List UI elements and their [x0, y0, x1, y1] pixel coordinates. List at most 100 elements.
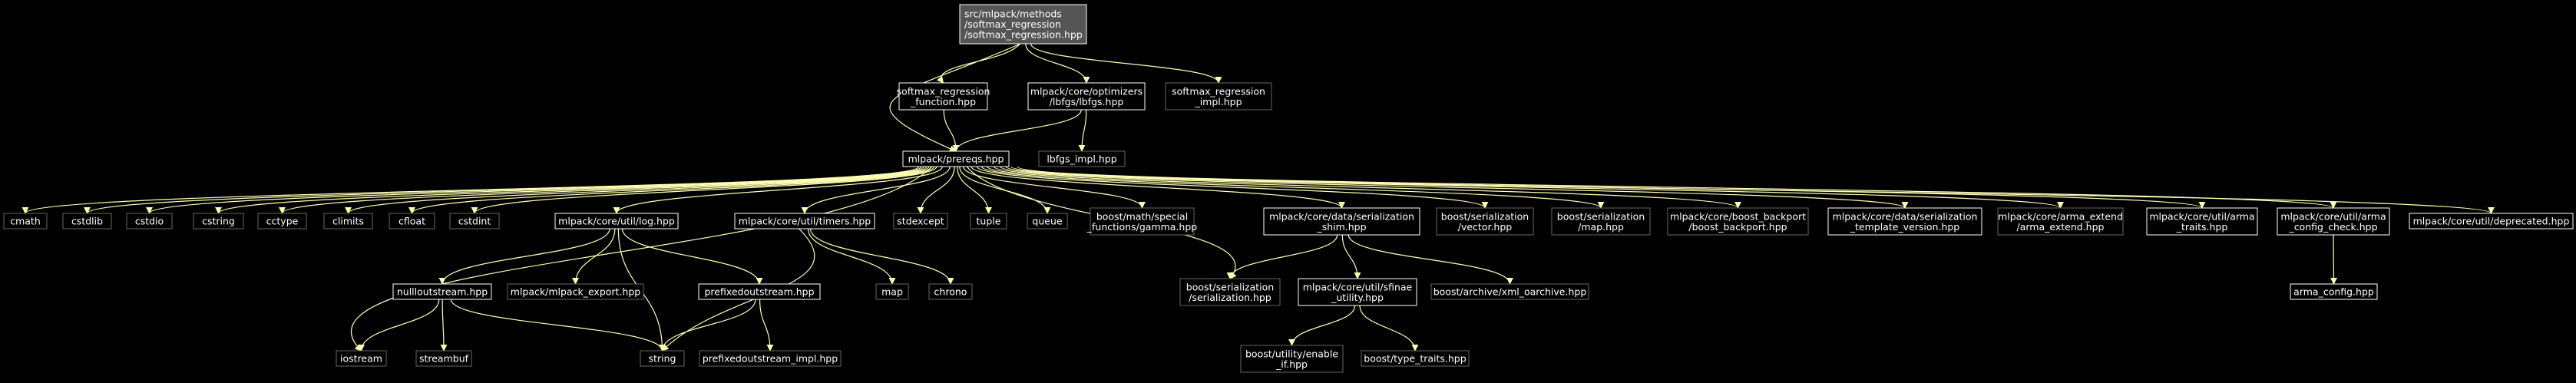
- node-tuple[interactable]: tuple: [970, 213, 1007, 229]
- node-type_traits-label-line: boost/type_traits.hpp: [1364, 353, 1466, 365]
- node-string-box: [640, 350, 685, 367]
- node-stdexcept[interactable]: stdexcept: [893, 213, 948, 229]
- node-cstring-label-line: cstring: [202, 216, 235, 227]
- node-log[interactable]: mlpack/core/util/log.hpp: [554, 213, 679, 229]
- node-map[interactable]: map: [875, 283, 909, 300]
- node-shim[interactable]: mlpack/core/data/serialization_shim.hpp: [1263, 207, 1420, 236]
- node-cmath[interactable]: cmath: [3, 213, 48, 229]
- node-bsmap[interactable]: boost/serialization/map.hpp: [1551, 207, 1651, 236]
- node-backport[interactable]: mlpack/core/boost_backport/boost_backpor…: [1667, 207, 1809, 236]
- node-deprecated[interactable]: mlpack/core/util/deprecated.hpp: [2409, 213, 2574, 229]
- node-lbfgsi-box: [1038, 150, 1126, 167]
- edge-sfinae-to-enable_if: [1288, 305, 1356, 346]
- node-queue[interactable]: queue: [1027, 213, 1068, 229]
- edge-prereqs-to-cstdio: [146, 166, 924, 214]
- node-bsvector-box: [1436, 207, 1534, 236]
- edge-srf-to-prereqs: [943, 109, 960, 152]
- node-cstdlib[interactable]: cstdlib: [62, 213, 112, 229]
- node-cstdlib-box: [62, 213, 112, 229]
- node-export-label-line: mlpack/mlpack_export.hpp: [511, 286, 640, 298]
- dependency-edges: [21, 43, 2495, 352]
- node-cfloat[interactable]: cfloat: [389, 213, 435, 229]
- node-root-label-line: /softmax_regression.hpp: [964, 29, 1083, 41]
- node-cmath-label-line: cmath: [10, 216, 41, 227]
- node-backport-box: [1667, 207, 1809, 236]
- edge-prefixed-to-string: [659, 299, 756, 352]
- node-enable_if-box: [1240, 345, 1344, 373]
- node-lbfgsi-label-line: lbfgs_impl.hpp: [1047, 154, 1116, 165]
- node-string[interactable]: string: [640, 350, 685, 367]
- edge-prereqs-to-cstdint: [471, 166, 937, 214]
- edge-prereqs-to-bsmap: [981, 166, 1605, 209]
- node-backport-label-line: /boost_backport.hpp: [1688, 221, 1787, 233]
- edge-prefixed-to-prefixed_impl: [759, 299, 774, 352]
- node-cfloat-box: [389, 213, 435, 229]
- node-arma_config[interactable]: arma_config.hpp: [2290, 283, 2378, 300]
- edge-prereqs-to-iostream: [351, 166, 933, 352]
- node-lbfgsi[interactable]: lbfgs_impl.hpp: [1038, 150, 1126, 167]
- node-prereqs[interactable]: mlpack/prereqs.hpp: [902, 150, 1010, 167]
- node-chrono-label-line: chrono: [934, 286, 967, 298]
- node-bsmap-label-line: /map.hpp: [1578, 221, 1624, 233]
- edge-prereqs-to-timers: [801, 166, 951, 214]
- node-iostream-box: [336, 350, 387, 367]
- node-chrono-box: [928, 283, 973, 300]
- node-cmath-box: [3, 213, 48, 229]
- node-bsvector[interactable]: boost/serialization/vector.hpp: [1436, 207, 1534, 236]
- edge-prereqs-to-cstring: [215, 166, 928, 214]
- edge-prereqs-to-log: [613, 166, 943, 214]
- edge-prereqs-to-cmath: [21, 166, 920, 214]
- node-lbfgs[interactable]: mlpack/core/optimizers/lbfgs/lbfgs.hpp: [1027, 82, 1146, 111]
- node-cstring[interactable]: cstring: [193, 213, 244, 229]
- edge-nullout-to-iostream: [358, 299, 440, 352]
- node-prefixed_impl-label-line: prefixedoutstream_impl.hpp: [703, 353, 838, 365]
- node-sri[interactable]: softmax_regression_impl.hpp: [1165, 82, 1272, 111]
- edge-prereqs-to-arma_ext: [999, 166, 2064, 209]
- node-stv[interactable]: mlpack/core/data/serialization_template_…: [1827, 207, 1982, 236]
- node-sfinae-label-line: _utility.hpp: [1331, 292, 1384, 303]
- edge-prereqs-to-bsvector: [976, 166, 1489, 209]
- node-nullout[interactable]: nullloutstream.hpp: [392, 283, 492, 300]
- node-arma_ext[interactable]: mlpack/core/arma_extend/arma_extend.hpp: [1997, 207, 2124, 236]
- node-gamma[interactable]: boost/math/special_functions/gamma.hpp: [1086, 207, 1197, 236]
- node-chrono[interactable]: chrono: [928, 283, 973, 300]
- node-srf[interactable]: softmax_regression_function.hpp: [897, 82, 990, 111]
- node-xml[interactable]: boost/archive/xml_oarchive.hpp: [1430, 283, 1589, 300]
- node-prefixed_impl[interactable]: prefixedoutstream_impl.hpp: [699, 350, 842, 367]
- node-enable_if-label-line: boost/utility/enable: [1245, 348, 1338, 359]
- node-iostream[interactable]: iostream: [336, 350, 387, 367]
- edge-root-to-lbfgs: [1025, 43, 1090, 84]
- node-climits-label-line: climits: [332, 216, 364, 227]
- node-prefixed[interactable]: prefixedoutstream.hpp: [698, 283, 821, 300]
- node-arma_traits-box: [2146, 207, 2258, 236]
- node-sfinae[interactable]: mlpack/core/util/sfinae_utility.hpp: [1298, 278, 1417, 306]
- edge-nullout-to-string: [450, 299, 666, 352]
- node-deprecated-label-line: mlpack/core/util/deprecated.hpp: [2413, 216, 2570, 227]
- node-map-box: [875, 283, 909, 300]
- node-cstdio[interactable]: cstdio: [126, 213, 173, 229]
- node-streambuf-box: [415, 350, 472, 367]
- node-timers[interactable]: mlpack/core/util/timers.hpp: [734, 213, 875, 229]
- node-type_traits-box: [1361, 350, 1470, 367]
- node-arma_cc[interactable]: mlpack/core/util/arma_config_check.hpp: [2277, 207, 2390, 236]
- node-queue-box: [1027, 213, 1068, 229]
- node-cstdint[interactable]: cstdint: [449, 213, 500, 229]
- node-arma_traits[interactable]: mlpack/core/util/arma_traits.hpp: [2146, 207, 2258, 236]
- node-type_traits[interactable]: boost/type_traits.hpp: [1361, 350, 1470, 367]
- edge-log-to-prefixed: [621, 228, 763, 285]
- node-bss[interactable]: boost/serialization/serialization.hpp: [1179, 278, 1281, 306]
- node-log-box: [554, 213, 679, 229]
- node-climits[interactable]: climits: [323, 213, 373, 229]
- node-cctype[interactable]: cctype: [257, 213, 307, 229]
- node-enable_if[interactable]: boost/utility/enable_if.hpp: [1240, 345, 1344, 373]
- edge-prereqs-to-tuple: [957, 166, 992, 214]
- node-lbfgs-label-line: mlpack/core/optimizers: [1030, 85, 1143, 97]
- node-export[interactable]: mlpack/mlpack_export.hpp: [507, 283, 644, 300]
- node-map-label-line: map: [881, 286, 903, 298]
- node-sfinae-label-line: mlpack/core/util/sfinae: [1303, 281, 1413, 292]
- node-arma_traits-label-line: _traits.hpp: [2176, 221, 2228, 233]
- node-gamma-label-line: boost/math/special: [1096, 210, 1188, 222]
- node-streambuf[interactable]: streambuf: [415, 350, 472, 367]
- node-cstdlib-label-line: cstdlib: [71, 216, 103, 227]
